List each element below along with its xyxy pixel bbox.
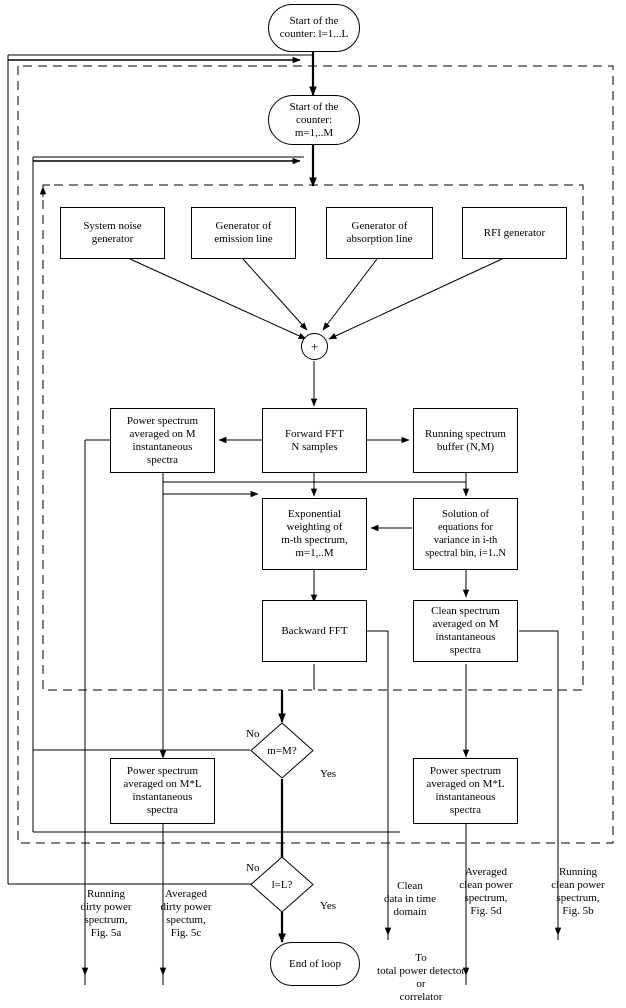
decision-m-diamond-shape — [250, 722, 314, 779]
edge-rfi-to-sum — [328, 258, 503, 340]
frame-dashed-inner — [42, 184, 584, 691]
box-system-noise-generator-label: System noise generator — [83, 220, 142, 245]
box-forward-fft-label: Forward FFT N samples — [285, 427, 344, 453]
box-rfi-generator[interactable]: RFI generator — [462, 207, 567, 259]
decision-l-no-label: No — [246, 862, 260, 874]
plus-icon: + — [310, 339, 319, 354]
box-running-spectrum-buffer[interactable]: Running spectrum buffer (N,M) — [413, 408, 518, 473]
output-label-averaged-dirty: Averaged dirty power spectum, Fig. 5c — [160, 888, 212, 939]
summation-node[interactable]: + — [301, 333, 328, 360]
box-system-noise-generator[interactable]: System noise generator — [60, 207, 165, 259]
decision-l-label: l=L? — [271, 878, 293, 891]
output-label-clean-time-domain: Clean data in time domain — [384, 880, 436, 918]
terminator-start-m-label: Start of the counter: m=1,..M — [289, 100, 339, 139]
box-forward-fft[interactable]: Forward FFT N samples — [262, 408, 367, 473]
box-power-spectrum-ml-left-label: Power spectrum averaged on M*L instantan… — [123, 765, 202, 816]
box-rfi-generator-label: RFI generator — [483, 226, 546, 239]
decision-m-equals-M[interactable]: m=M? — [250, 722, 314, 779]
box-solution-of-equations-label: Solution of equations for variance in i-… — [425, 509, 506, 559]
box-running-spectrum-buffer-label: Running spectrum buffer (N,M) — [425, 427, 506, 453]
edge-cleanspec-to-output — [519, 630, 559, 940]
edge-emission-to-sum — [242, 258, 308, 331]
terminator-start-m[interactable]: Start of the counter: m=1,..M — [268, 95, 360, 145]
box-clean-spectrum-m[interactable]: Clean spectrum averaged on M instantaneo… — [413, 600, 518, 662]
decision-m-yes-label: Yes — [320, 768, 337, 780]
box-emission-line-generator[interactable]: Generator of emission line — [191, 207, 296, 259]
box-absorption-line-generator[interactable]: Generator of absorption line — [326, 207, 433, 259]
box-clean-spectrum-m-label: Clean spectrum averaged on M instantaneo… — [431, 605, 500, 656]
decision-m-no-label: No — [246, 728, 260, 740]
box-power-spectrum-ml-left[interactable]: Power spectrum averaged on M*L instantan… — [110, 758, 215, 824]
edge-absorption-to-sum — [322, 258, 378, 331]
output-label-to-detector: To total power detector or correlator — [377, 952, 465, 1003]
decision-l-diamond-shape — [250, 856, 314, 913]
output-label-averaged-clean: Averaged clean power spectrum, Fig. 5d — [459, 866, 513, 917]
terminator-end-label: End of loop — [289, 957, 341, 970]
frame-dashed-outer — [17, 65, 614, 844]
box-power-spectrum-ml-right-label: Power spectrum averaged on M*L instantan… — [426, 765, 505, 816]
edge-noise-to-sum — [129, 258, 307, 340]
decision-l-equals-L[interactable]: l=L? — [250, 856, 314, 913]
output-label-running-dirty: Running dirty power spectrum, Fig. 5a — [80, 888, 132, 939]
terminator-start-l-label: Start of the counter: l=1...L — [279, 15, 349, 40]
edge-bwfft-to-output — [366, 630, 389, 940]
decision-m-label: m=M? — [267, 744, 297, 757]
box-solution-of-equations[interactable]: Solution of equations for variance in i-… — [413, 498, 518, 570]
box-backward-fft[interactable]: Backward FFT — [262, 600, 367, 662]
box-emission-line-generator-label: Generator of emission line — [214, 220, 273, 245]
output-label-running-clean: Running clean power spectrum, Fig. 5b — [551, 866, 605, 917]
box-power-spectrum-m-label: Power spectrum averaged on M instantaneo… — [126, 414, 199, 466]
box-absorption-line-generator-label: Generator of absorption line — [346, 220, 413, 245]
terminator-start-l[interactable]: Start of the counter: l=1...L — [268, 4, 360, 52]
box-exponential-weighting-label: Exponential weighting of m-th spectrum, … — [281, 508, 348, 559]
box-exponential-weighting[interactable]: Exponential weighting of m-th spectrum, … — [262, 498, 367, 570]
box-power-spectrum-m[interactable]: Power spectrum averaged on M instantaneo… — [110, 408, 215, 473]
box-power-spectrum-ml-right[interactable]: Power spectrum averaged on M*L instantan… — [413, 758, 518, 824]
terminator-end-of-loop[interactable]: End of loop — [270, 942, 360, 986]
box-backward-fft-label: Backward FFT — [281, 624, 348, 637]
decision-l-yes-label: Yes — [320, 900, 337, 912]
